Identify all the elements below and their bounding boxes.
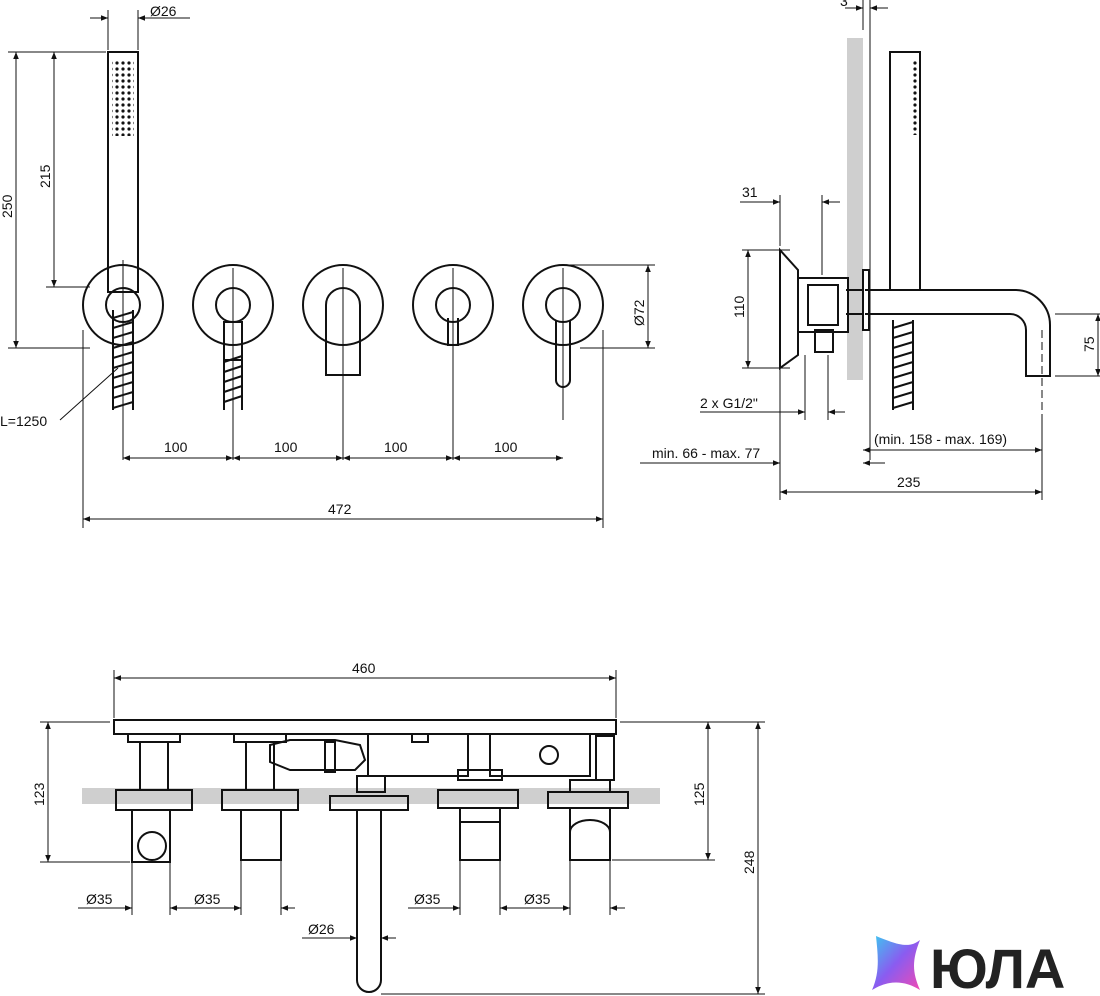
dim-right-height: 125 (691, 782, 707, 806)
dim-left-dia-1: Ø35 (86, 891, 113, 907)
dim-right-dia-1: Ø35 (414, 891, 441, 907)
label-hose-length: L=1250 (0, 413, 47, 429)
handshower-spray-face (112, 60, 134, 136)
top-spout (356, 810, 382, 993)
side-spout (865, 289, 1051, 377)
dim-spout-drop: 75 (1081, 336, 1097, 352)
dim-spacing-3: 100 (384, 439, 408, 455)
label-adjust-range: min. 66 - max. 77 (652, 445, 760, 461)
dim-total-depth: 235 (897, 474, 921, 490)
dim-height-body: 110 (731, 295, 747, 318)
dim-depth-body: 31 (742, 184, 758, 200)
label-spout-range: (min. 158 - max. 169) (874, 431, 1007, 447)
dim-left-height: 123 (31, 782, 47, 806)
dim-total-height: 248 (741, 850, 757, 874)
dim-spacing-2: 100 (274, 439, 298, 455)
top-view: 460 123 125 248 Ø35 Ø35 Ø35 Ø35 (31, 660, 765, 995)
dim-spacing-4: 100 (494, 439, 518, 455)
label-connection: 2 x G1/2" (700, 395, 758, 411)
dim-handshower-dia: Ø26 (150, 3, 177, 19)
wall-section (847, 38, 863, 380)
side-view: 3 31 110 2 x G1/2" min. 66 - max. 77 (mi… (640, 0, 1100, 500)
dim-height-total: 250 (0, 194, 15, 218)
dim-top-width: 460 (352, 660, 376, 676)
dim-rosette-dia: Ø72 (631, 299, 647, 326)
logo-text: ЮЛА (930, 937, 1065, 996)
side-valve-body (797, 277, 849, 333)
dim-spacing-1: 100 (164, 439, 188, 455)
dim-height-handle: 215 (37, 164, 53, 188)
dim-offset-top: 3 (840, 0, 848, 9)
dim-spout-dia: Ø26 (308, 921, 335, 937)
brand-logo: ЮЛА (872, 936, 1065, 996)
star-logo-icon (872, 936, 920, 990)
top-valve-body (367, 733, 469, 777)
front-view: Ø26 250 215 L=1250 100 100 100 100 472 (0, 3, 655, 528)
top-plate (113, 719, 617, 735)
dim-width-total: 472 (328, 501, 352, 517)
dim-right-dia-2: Ø35 (524, 891, 551, 907)
dim-left-dia-2: Ø35 (194, 891, 221, 907)
